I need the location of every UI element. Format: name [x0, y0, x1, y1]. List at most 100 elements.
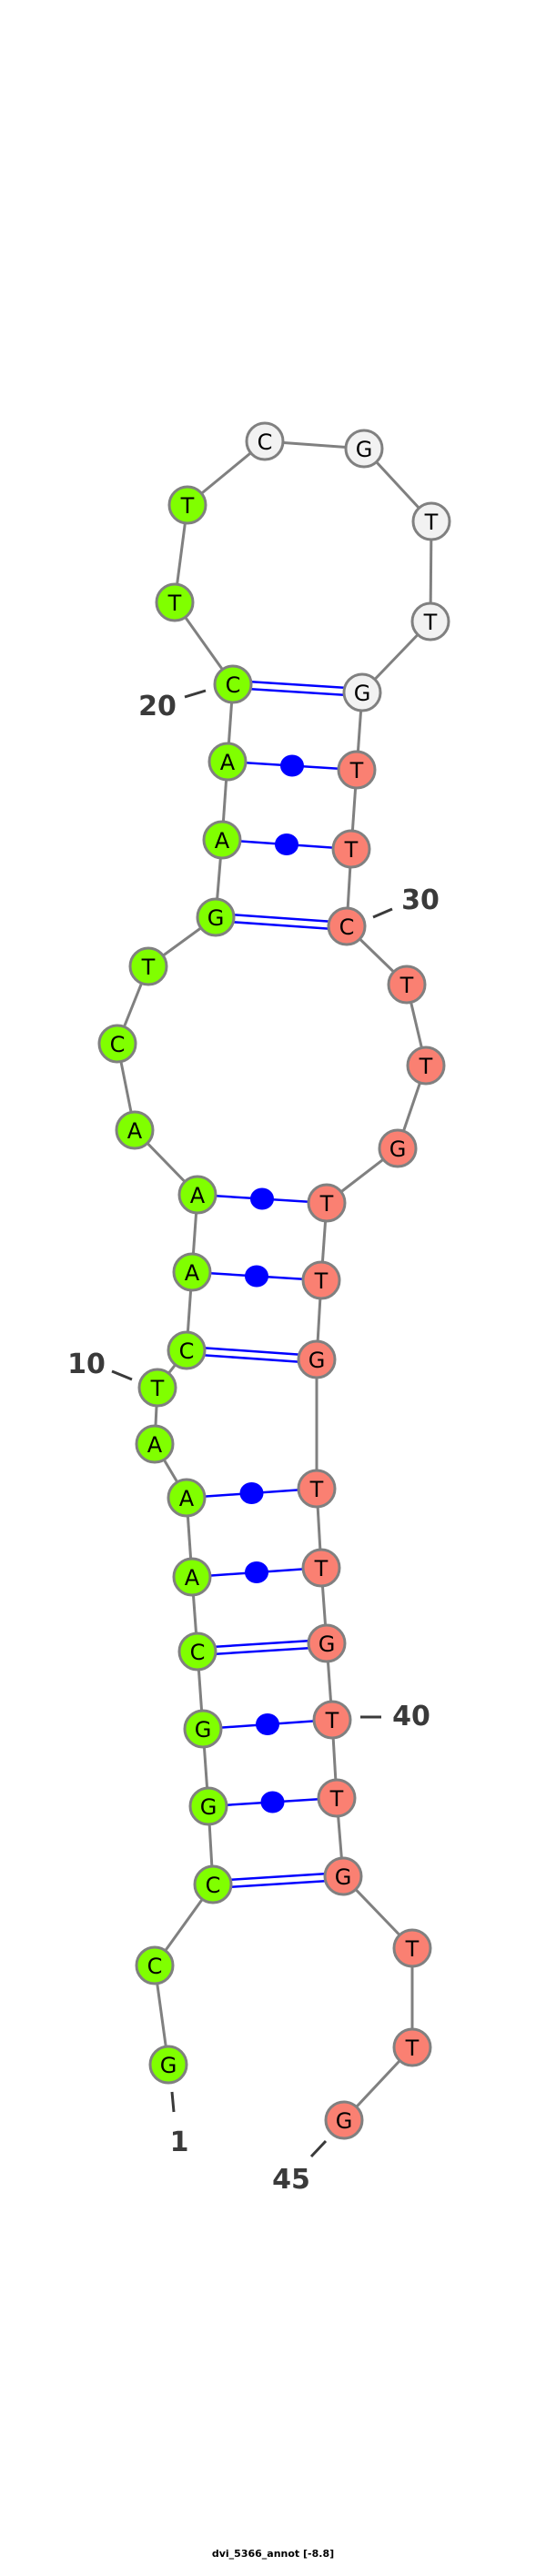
nucleotide-1: G — [148, 2045, 188, 2085]
pair-dot — [275, 833, 298, 855]
nucleotide-circle — [167, 485, 207, 525]
nucleotide-44: T — [392, 2027, 432, 2067]
position-tick — [309, 2139, 328, 2158]
nucleotide-circle — [301, 1260, 341, 1300]
nucleotide-letter: T — [419, 1054, 433, 1079]
nucleotide-17: G — [196, 897, 236, 937]
nucleotide-10: T — [137, 1368, 177, 1408]
nucleotide-letter: T — [319, 1191, 334, 1217]
nucleotide-18: A — [202, 820, 242, 860]
nucleotide-circle — [392, 1928, 432, 1968]
base-pairs — [186, 679, 363, 1890]
nucleotide-8: A — [167, 1478, 207, 1518]
nucleotide-circle — [378, 1128, 418, 1168]
nucleotide-letter: T — [309, 1477, 324, 1502]
nucleotide-circle — [301, 1548, 341, 1588]
nucleotide-43: T — [392, 1928, 432, 1968]
position-label-1: 1 — [170, 2126, 189, 2158]
nucleotide-34: T — [307, 1183, 347, 1223]
nucleotide-letter: T — [314, 1556, 329, 1581]
position-label-10: 10 — [67, 1349, 106, 1380]
pair-dot — [256, 1713, 279, 1735]
nucleotide-circle — [387, 965, 427, 1005]
nucleotide-circle — [410, 601, 450, 641]
nucleotide-32: T — [406, 1046, 446, 1086]
position-label-20: 20 — [138, 691, 177, 722]
nucleotide-35: T — [301, 1260, 341, 1300]
pair-dot — [260, 1791, 285, 1813]
nucleotide-13: A — [177, 1175, 217, 1215]
nucleotide-circle — [135, 1424, 175, 1464]
nucleotide-circle — [148, 2045, 188, 2085]
nucleotide-letter: G — [200, 1794, 217, 1820]
nucleotide-letter: A — [220, 750, 236, 775]
watson-crick-pair-line — [212, 1871, 343, 1883]
nucleotide-circle — [177, 1631, 217, 1672]
nucleotide-letter: T — [405, 1936, 420, 1962]
nucleotide-letter: T — [141, 955, 156, 980]
position-tick — [111, 1369, 133, 1381]
nucleotide-letter: C — [339, 914, 355, 940]
nucleotide-letter: A — [190, 1183, 206, 1208]
pair-dot — [239, 1482, 264, 1504]
position-label-45: 45 — [272, 2164, 310, 2196]
position-tick — [372, 907, 393, 919]
nucleotide-circle — [177, 1175, 217, 1215]
watson-crick-pair-line — [233, 679, 363, 691]
nucleotide-letter: G — [354, 681, 371, 706]
nucleotide-circle — [323, 1856, 363, 1896]
nucleotide-letter: T — [150, 1376, 165, 1401]
nucleotide-19: A — [207, 742, 248, 782]
nucleotide-letter: A — [147, 1432, 163, 1458]
pair-dot — [245, 1265, 268, 1288]
nucleotide-letter: G — [160, 2053, 177, 2078]
pair-dot — [280, 754, 304, 777]
nucleotide-circle — [245, 421, 285, 461]
structure-caption: dvi_5366_annot [-8.8] — [211, 2548, 335, 2560]
nucleotide-circle — [167, 1330, 207, 1370]
nucleotide-circle — [207, 742, 248, 782]
watson-crick-pair-line — [215, 919, 347, 932]
nucleotide-41: T — [317, 1778, 357, 1818]
nucleotide-circle — [188, 1786, 228, 1826]
nucleotide-letter: C — [258, 429, 273, 455]
nucleotide-circle — [307, 1183, 347, 1223]
nucleotide-circle — [213, 664, 253, 704]
nucleotide-circle — [317, 1778, 357, 1818]
nucleotide-letter: C — [226, 672, 241, 698]
nucleotide-29: T — [331, 829, 371, 869]
nucleotide-letter: A — [215, 828, 230, 854]
nucleotide-20: C — [213, 664, 253, 704]
nucleotide-letter: T — [405, 2036, 420, 2061]
nucleotide-26: T — [410, 601, 450, 641]
nucleotide-circle — [115, 1110, 155, 1150]
nucleotide-circle — [183, 1709, 223, 1749]
nucleotide-21: T — [155, 582, 195, 622]
nucleotide-6: C — [177, 1631, 217, 1672]
nucleotide-letter: T — [325, 1708, 339, 1733]
nucleotide-circle — [97, 1024, 137, 1064]
nucleotide-letter: G — [389, 1136, 407, 1162]
watson-crick-pair-line — [216, 912, 348, 924]
nucleotide-circle — [406, 1046, 446, 1086]
watson-crick-pair-line — [186, 1352, 317, 1365]
nucleotide-letter: T — [349, 758, 364, 783]
nucleotide-circle — [342, 672, 382, 712]
nucleotide-letter: G — [318, 1631, 336, 1657]
nucleotide-3: C — [193, 1864, 233, 1904]
nucleotide-letter: T — [399, 973, 414, 998]
nucleotide-letter: T — [423, 610, 438, 635]
nucleotide-circle — [327, 906, 367, 946]
nucleotide-circle — [312, 1700, 352, 1740]
watson-crick-pair-line — [197, 1638, 327, 1650]
nucleotide-circle — [202, 820, 242, 860]
nucleotide-circle — [392, 2027, 432, 2067]
nucleotide-30: C — [327, 906, 367, 946]
nucleotide-14: A — [115, 1110, 155, 1150]
nucleotide-letter: G — [335, 1864, 352, 1890]
nucleotide-letter: T — [167, 591, 182, 616]
position-tick — [170, 2091, 176, 2113]
nucleotide-letter: T — [329, 1786, 344, 1812]
nucleotide-letter: G — [336, 2108, 353, 2134]
